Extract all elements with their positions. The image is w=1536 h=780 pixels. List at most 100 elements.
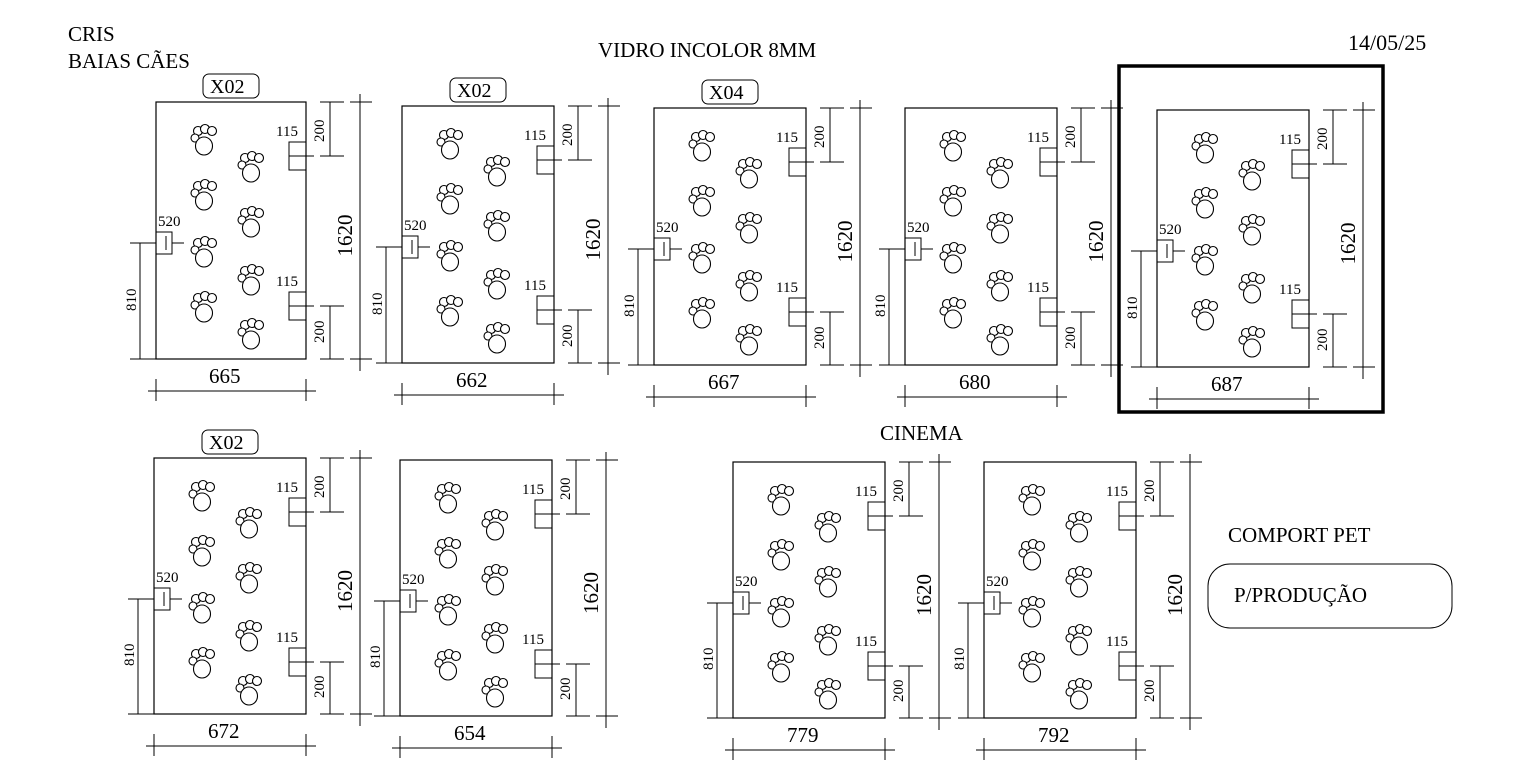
paw-print-icon	[688, 184, 716, 217]
paw-print-icon	[1238, 271, 1266, 304]
handle-height-label: 810	[873, 295, 889, 318]
paw-print-icon	[735, 156, 763, 189]
paw-print-icon	[735, 211, 763, 244]
paw-print-icon	[188, 479, 216, 512]
handle-icon	[983, 591, 1001, 615]
paw-print-icon	[1191, 186, 1219, 219]
paw-print-icon	[986, 211, 1014, 244]
panel-outline	[399, 459, 553, 717]
hinge-bottom-width-label: 115	[1027, 280, 1049, 296]
hinge-offset-top-label: 200	[812, 126, 828, 149]
handle-icon	[1156, 239, 1174, 263]
panel-outline	[904, 107, 1058, 366]
hinge-bottom-width-label: 115	[524, 278, 546, 294]
paw-print-icon	[190, 235, 218, 268]
handle-height-label: 810	[701, 648, 717, 671]
panel-width-label: 792	[1038, 723, 1070, 747]
panel-width-label: 680	[959, 370, 991, 394]
paw-print-icon	[1018, 538, 1046, 571]
hinge-bottom-width-label: 115	[776, 280, 798, 296]
highlight-frame	[1117, 64, 1385, 414]
hinge-top-width-label: 115	[524, 128, 546, 144]
paw-print-icon	[436, 239, 464, 272]
paw-print-icon	[1238, 158, 1266, 191]
paw-print-icon	[1065, 510, 1093, 543]
hinge-offset-top-label: 200	[1142, 480, 1158, 503]
handle-icon	[653, 237, 671, 261]
paw-print-icon	[767, 483, 795, 516]
handle-width-label: 520	[404, 218, 427, 234]
paw-print-icon	[1018, 595, 1046, 628]
paw-print-icon	[190, 290, 218, 323]
hinge-offset-bottom-label: 200	[1315, 329, 1331, 352]
paw-print-icon	[434, 536, 462, 569]
material-title: VIDRO INCOLOR 8MM	[598, 38, 817, 62]
paw-print-icon	[735, 269, 763, 302]
paw-print-icon	[939, 296, 967, 329]
panel-outline	[401, 105, 555, 364]
hinge-top-width-label: 115	[1279, 132, 1301, 148]
paw-print-icon	[188, 591, 216, 624]
panel-width-label: 667	[708, 370, 740, 394]
paw-print-icon	[483, 267, 511, 300]
paw-print-icon	[939, 129, 967, 162]
paw-print-icon	[481, 563, 509, 596]
hinge-offset-bottom-label: 200	[1142, 680, 1158, 703]
handle-width-label: 520	[156, 570, 179, 586]
panel-width-label: 779	[787, 723, 819, 747]
note-comport-pet: COMPORT PET	[1228, 523, 1371, 547]
paw-print-icon	[1238, 213, 1266, 246]
handle-icon	[399, 589, 417, 613]
hinge-offset-top-label: 200	[891, 480, 907, 503]
handle-height-label: 810	[622, 295, 638, 318]
paw-print-icon	[767, 538, 795, 571]
hinge-bottom-width-label: 115	[855, 634, 877, 650]
paw-print-icon	[188, 534, 216, 567]
paw-print-icon	[483, 209, 511, 242]
panel-height-label: 1620	[581, 219, 605, 261]
panel-width-label: 687	[1211, 372, 1243, 396]
paw-print-icon	[1191, 243, 1219, 276]
paw-print-icon	[481, 675, 509, 708]
panel-outline	[1156, 109, 1310, 368]
handle-icon	[904, 237, 922, 261]
paw-print-icon	[986, 156, 1014, 189]
paw-print-icon	[1065, 623, 1093, 656]
paw-print-icon	[481, 508, 509, 541]
handle-width-label: 520	[158, 214, 181, 230]
quantity-label: X02	[210, 76, 244, 98]
hinge-offset-bottom-label: 200	[891, 680, 907, 703]
paw-print-icon	[939, 184, 967, 217]
paw-print-icon	[735, 323, 763, 356]
handle-width-label: 520	[986, 574, 1009, 590]
paw-print-icon	[188, 646, 216, 679]
panel-outline	[983, 461, 1137, 719]
handle-height-label: 810	[952, 648, 968, 671]
hinge-offset-bottom-label: 200	[560, 325, 576, 348]
hinge-offset-top-label: 200	[558, 478, 574, 501]
paw-print-icon	[434, 593, 462, 626]
paw-print-icon	[814, 677, 842, 710]
hinge-offset-top-label: 200	[1063, 126, 1079, 149]
client-name: CRIS	[68, 22, 115, 46]
hinge-top-width-label: 115	[855, 484, 877, 500]
panel-height-label: 1620	[1163, 574, 1187, 616]
handle-height-label: 810	[124, 289, 140, 312]
paw-print-icon	[986, 323, 1014, 356]
panel-height-label: 1620	[833, 221, 857, 263]
handle-icon	[732, 591, 750, 615]
handle-icon	[153, 587, 171, 611]
panel-width-label: 672	[208, 719, 240, 743]
note-production: P/PRODUÇÃO	[1234, 583, 1367, 607]
hinge-top-width-label: 115	[522, 482, 544, 498]
handle-height-label: 810	[122, 644, 138, 667]
panels-layer: 1151155208102002001620665X02115115520810…	[122, 73, 1375, 760]
hinge-bottom-width-label: 115	[1279, 282, 1301, 298]
quantity-label: X04	[709, 82, 743, 104]
